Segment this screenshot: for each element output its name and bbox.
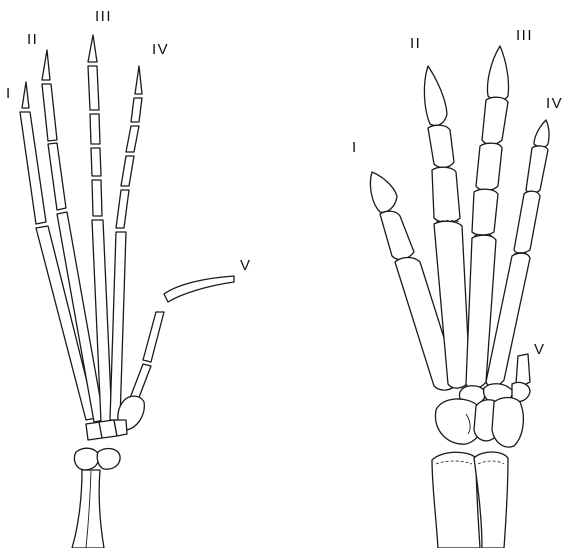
left-label-digit-v: V: [240, 257, 252, 274]
left-digit-v-phalanx: [164, 276, 234, 302]
left-label-digit-ii: II: [27, 31, 38, 48]
right-digit-ii-phalanx-1: [428, 125, 454, 167]
left-digit-i-claw: [22, 82, 29, 108]
left-digit-iv-metacarpal: [110, 232, 126, 420]
left-digit-iii-claw: [88, 35, 97, 62]
right-digit-iii-claw: [488, 46, 509, 101]
right-forearm: [432, 452, 508, 548]
left-forearm: [72, 448, 120, 548]
left-digit-iii-phalanx-1: [88, 66, 99, 110]
right-digit-iv-phalanx-1: [526, 146, 548, 193]
right-digit-ii-phalanx-2: [432, 167, 460, 222]
left-radius-head: [74, 448, 99, 470]
right-digit-v-metacarpal: [516, 354, 530, 386]
left-digit-v-metacarpal-2: [130, 364, 151, 400]
left-radius-shaft: [72, 470, 104, 548]
right-radius: [432, 452, 480, 548]
right-label-digit-i: I: [352, 139, 358, 156]
left-carpal-3: [114, 420, 127, 436]
right-label-digit-ii: II: [410, 35, 421, 52]
left-digit-iv-claw: [135, 66, 142, 94]
right-label-digit-iv: IV: [546, 95, 563, 112]
left-digit-iii-phalanx-2: [90, 114, 100, 144]
left-digit-iv: [110, 66, 142, 420]
left-digit-iii-phalanx-4: [92, 180, 102, 216]
right-digit-iii-phalanx-1: [482, 97, 508, 144]
left-digit-iv-phalanx-2: [126, 126, 139, 152]
right-digit-iv-phalanx-2: [514, 191, 540, 253]
right-label-digit-iii: III: [516, 27, 533, 44]
left-label-digit-i: I: [6, 85, 12, 102]
left-hand-skeleton: I II III IV V: [6, 8, 252, 548]
right-digit-v: [516, 354, 530, 386]
right-label-digit-v: V: [534, 341, 546, 358]
right-digit-iv-claw: [534, 120, 549, 147]
right-hamate: [492, 398, 523, 448]
left-digit-i-phalanx: [20, 112, 46, 224]
right-digit-iii-phalanx-3: [472, 189, 498, 235]
left-label-digit-iv: IV: [152, 41, 169, 58]
left-digit-iv-phalanx-4: [116, 190, 129, 228]
right-digit-ii-claw: [424, 66, 447, 126]
left-digit-iv-phalanx-3: [121, 156, 134, 186]
right-hand-skeleton: I II III IV V: [352, 27, 563, 548]
right-wrist-carpals: [435, 382, 530, 447]
left-digit-iii-phalanx-3: [91, 148, 101, 176]
left-digit-ii-phalanx-2: [48, 143, 66, 210]
left-digit-ii-phalanx-1: [42, 84, 57, 141]
right-digit-i-claw: [370, 172, 397, 212]
left-digit-v: [130, 276, 234, 400]
right-digit-iii-phalanx-2: [476, 143, 502, 190]
left-digit-v-metacarpal-1: [143, 312, 164, 362]
left-ulna-head: [97, 449, 120, 470]
left-label-digit-iii: III: [95, 8, 112, 25]
right-digit-i-phalanx: [380, 211, 414, 259]
left-digit-iv-phalanx-1: [131, 98, 142, 122]
left-digit-ii-claw: [42, 50, 50, 80]
